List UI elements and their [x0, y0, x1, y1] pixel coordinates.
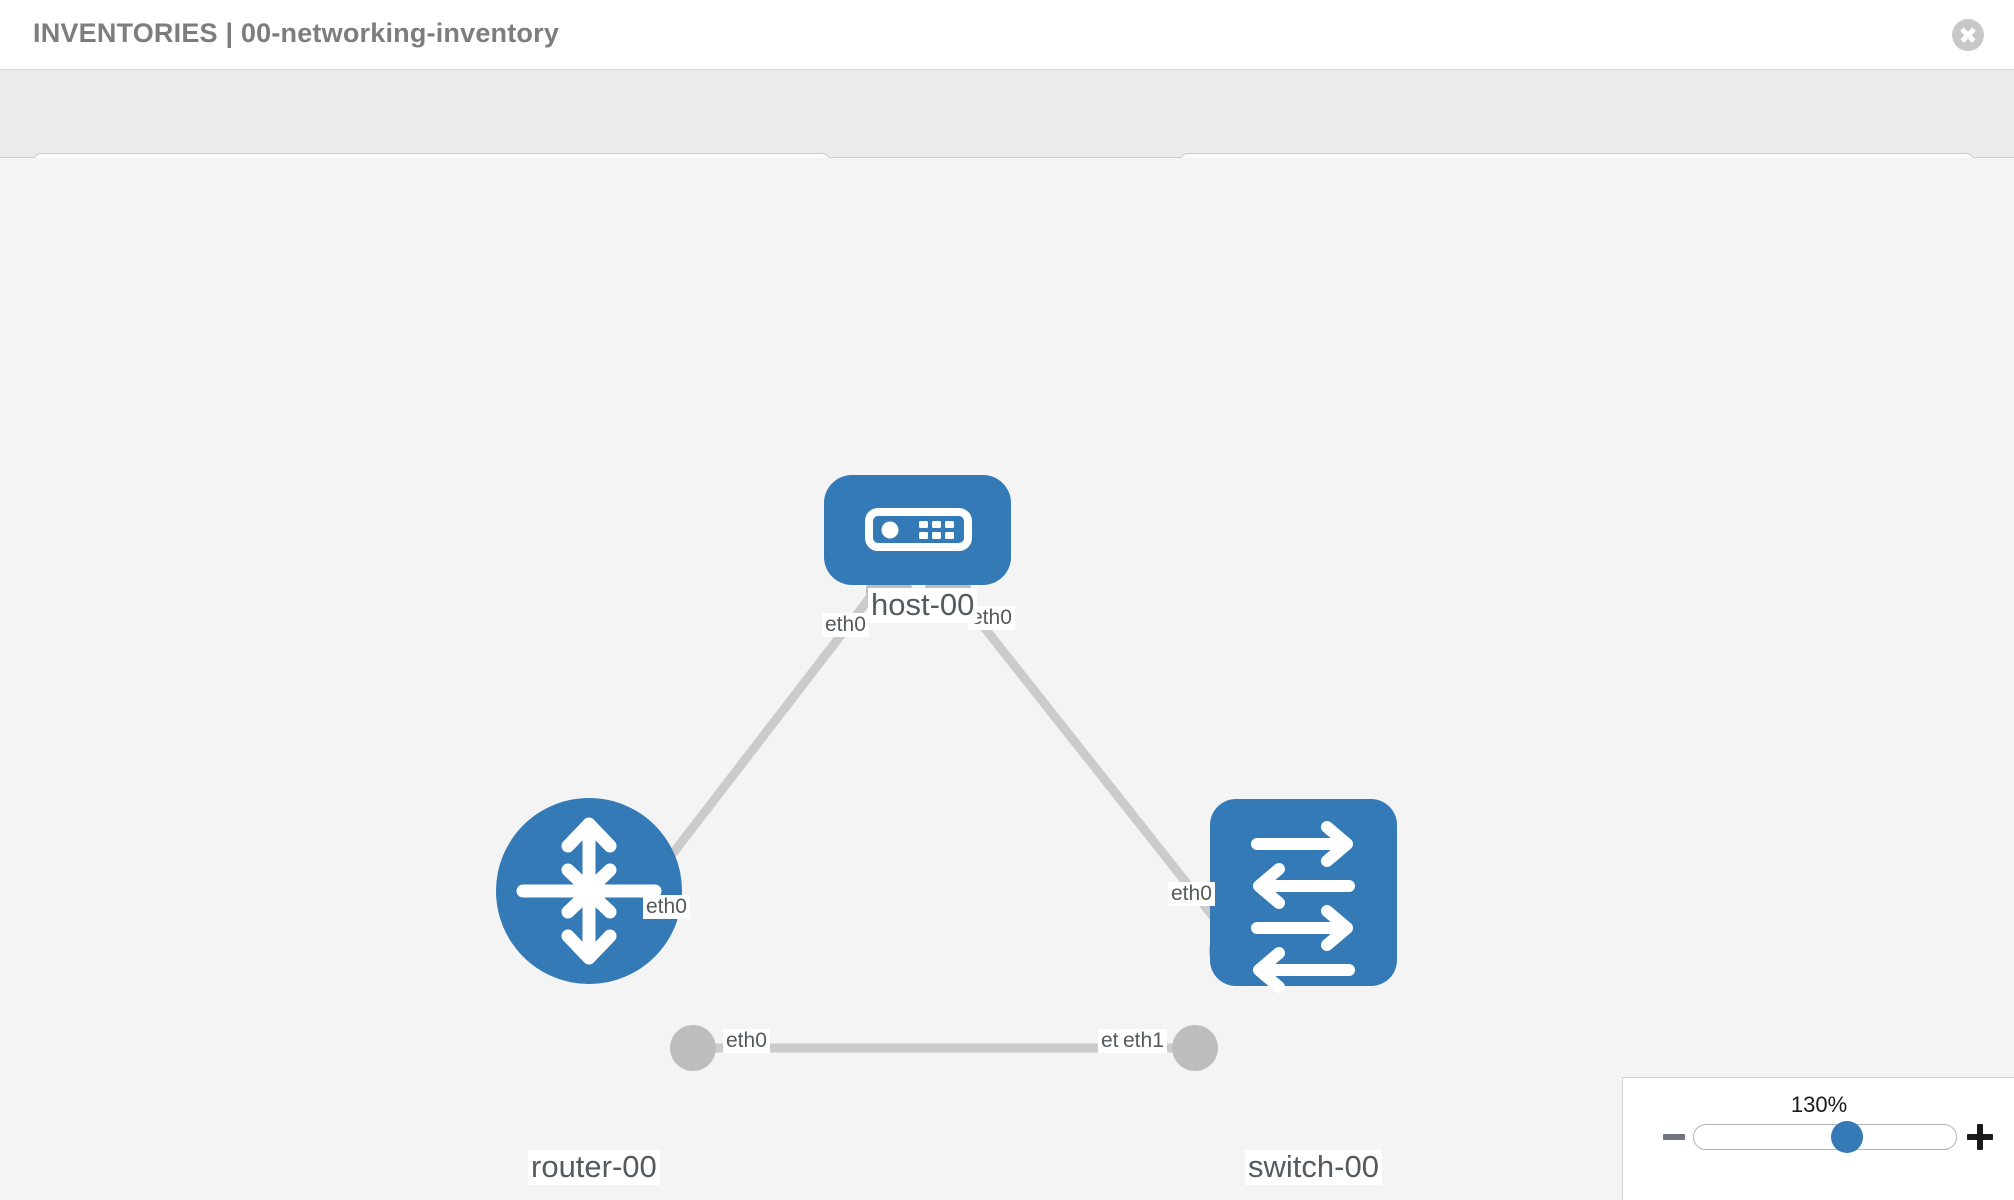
zoom-slider[interactable]: [1693, 1121, 1957, 1153]
iface-label: eth0: [822, 613, 869, 638]
zoom-level-label: 130%: [1790, 1092, 1848, 1117]
zoom-slider-thumb[interactable]: [1831, 1121, 1864, 1153]
router-arrows-icon: [516, 817, 662, 965]
server-icon: [865, 508, 972, 551]
iface-label: eth0: [1168, 882, 1215, 907]
port-switch-left: [1172, 1025, 1218, 1071]
zoom-out-button[interactable]: [1663, 1134, 1685, 1140]
plus-icon-vertical: [1977, 1124, 1983, 1150]
toolbar: ACTIONS SEARCH: [0, 69, 2014, 211]
port-markers: [670, 567, 1255, 1071]
port-router-right: [670, 1025, 716, 1071]
node-label-switch-00: switch-00: [1245, 1150, 1382, 1185]
switch-arrows-icon: [1251, 821, 1355, 993]
iface-label: eth1: [1120, 1029, 1167, 1054]
zoom-control-panel: 130%: [1622, 1077, 2014, 1200]
iface-label: eth0: [723, 1029, 770, 1054]
node-switch-00[interactable]: [1210, 799, 1397, 993]
node-label-router-00: router-00: [528, 1150, 660, 1185]
topology-canvas[interactable]: eth0 eth0 eth0 eth0 eth0 eth0 eth1 host-…: [0, 158, 2014, 1200]
node-label-host-00: host-00: [868, 588, 978, 623]
close-icon[interactable]: [1952, 19, 1984, 51]
window-header: INVENTORIES | 00-networking-inventory: [0, 0, 2014, 69]
iface-label: eth0: [643, 895, 690, 920]
node-router-00[interactable]: [496, 798, 682, 984]
page-title: INVENTORIES | 00-networking-inventory: [33, 18, 560, 48]
node-host-00[interactable]: [824, 475, 1011, 585]
topology-graph[interactable]: [0, 158, 2014, 1200]
zoom-in-button[interactable]: [1967, 1124, 1993, 1150]
